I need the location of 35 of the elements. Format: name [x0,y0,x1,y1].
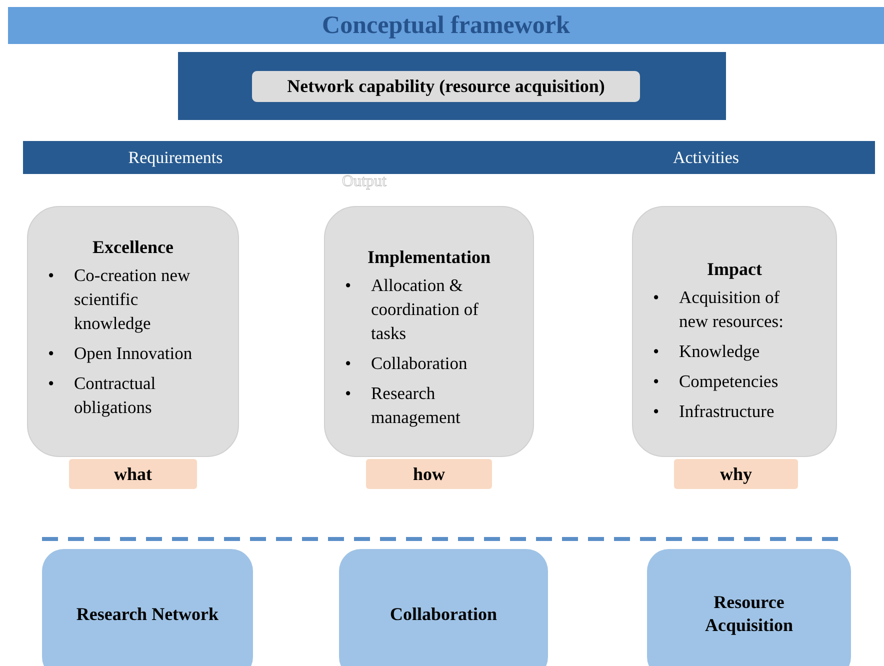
card-heading: Impact [706,258,763,281]
bullet-item: • Infrastructure [653,400,776,423]
column-heading: Requirements [127,147,224,169]
tag-label: how [412,464,445,484]
title-box [252,71,640,102]
card-heading: Implementation [366,246,492,269]
tag-label: why [720,464,752,484]
tag-box [674,459,798,489]
bullet-item: • Acquisition of new resources: [653,286,784,333]
bullet-item: • Allocation & coordination of tasks [345,274,480,345]
category-box [647,549,851,666]
tag-label: what [114,464,152,484]
header-bar [23,141,875,174]
box-label: Collaboration [390,602,497,626]
bullet-item: • Research management [345,382,462,429]
bullet-item: • Open Innovation [48,342,194,365]
tag-box [69,459,197,489]
bullet-item: • Collaboration [345,352,468,375]
bullet-item: • Knowledge [653,340,761,363]
category-box [42,549,253,666]
column-heading: Activities [672,147,740,169]
box-label: Research Network [76,602,219,626]
content-card [27,206,239,457]
tag-box [366,459,492,489]
bullet-item: • Contractual obligations [48,372,157,419]
box-label: Network capability (resource acquisition) [287,76,605,97]
category-box [339,549,548,666]
bullet-item: • Competencies [653,370,780,393]
content-card [632,206,837,457]
bullet-item: • Co-creation new scientific knowledge [48,264,192,335]
content-card [324,206,534,457]
box-label: Resource Acquisition [704,591,794,637]
faint-label: Output [342,173,386,191]
card-heading: Excellence [92,236,174,259]
title: Conceptual framework [8,7,884,44]
